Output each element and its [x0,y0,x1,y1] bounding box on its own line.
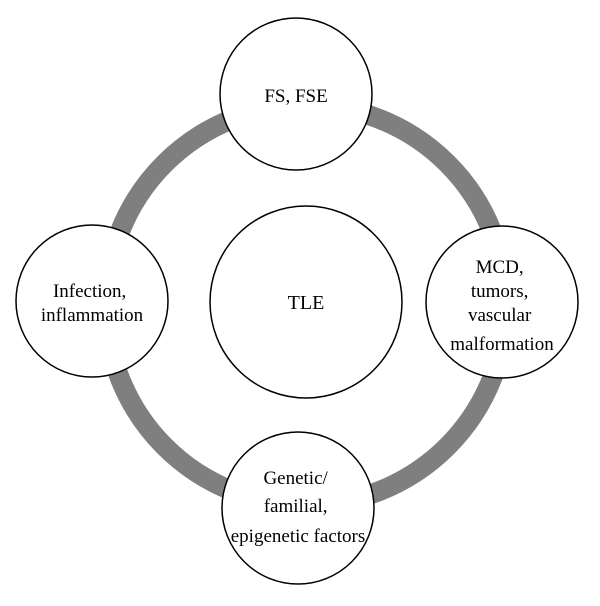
node-right-label-line-1: MCD, [476,257,524,278]
node-left-circle [15,224,169,378]
center-label-line-1: TLE [288,292,325,314]
node-right-circle [425,225,579,379]
node-bottom: Genetic/ familial, epigenetic factors [221,431,375,585]
node-right-label: MCD, tumors, vascular malformation [450,257,554,355]
node-right-label-line-4: malformation [450,334,554,355]
node-bottom-label-line-2: familial, [264,496,328,517]
center-circle [209,205,403,399]
node-right-label-line-2: tumors, [471,281,529,302]
node-top-circle [219,17,373,171]
node-right: MCD, tumors, vascular malformation [425,225,579,379]
node-left-label: Infection, inflammation [41,281,144,326]
node-left: Infection, inflammation [15,224,169,378]
node-left-label-line-2: inflammation [41,305,144,326]
node-bottom-label-line-1: Genetic/ [263,468,328,489]
center-node: TLE [209,205,403,399]
node-left-label-line-1: Infection, [53,281,126,302]
node-top-label: FS, FSE [264,86,327,107]
node-bottom-label-line-3: epigenetic factors [231,526,366,547]
node-top-label-line-1: FS, FSE [264,86,327,107]
node-bottom-circle [221,431,375,585]
node-top: FS, FSE [219,17,373,171]
node-right-label-line-3: vascular [468,305,532,326]
node-bottom-label: Genetic/ familial, epigenetic factors [231,468,366,547]
center-label: TLE [288,292,325,314]
